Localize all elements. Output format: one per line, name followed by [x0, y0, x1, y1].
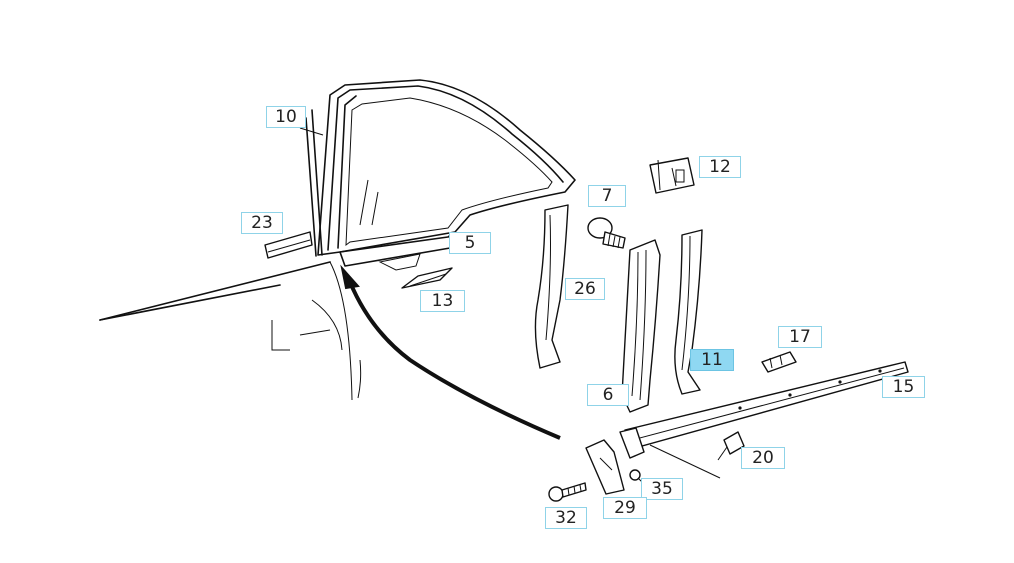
callout-29[interactable]: 29 [603, 497, 647, 519]
callout-6[interactable]: 6 [587, 384, 629, 406]
part-6-channel [621, 239, 661, 413]
callout-23[interactable]: 23 [241, 212, 283, 234]
callout-10[interactable]: 10 [266, 106, 306, 128]
part-7-bolt [587, 217, 626, 249]
part-26-seal [534, 204, 569, 369]
leader-lines [299, 127, 463, 239]
part-29-block [585, 439, 625, 495]
callout-13[interactable]: 13 [420, 290, 465, 312]
part-12-clip [649, 157, 695, 194]
callout-7[interactable]: 7 [588, 185, 626, 207]
part-11-channel [674, 229, 703, 395]
callout-5[interactable]: 5 [449, 232, 491, 254]
callout-12[interactable]: 12 [699, 156, 741, 178]
callout-32[interactable]: 32 [545, 507, 587, 529]
arrow-pointer [340, 264, 561, 440]
part-17-clip [761, 351, 797, 373]
part-20-clip [649, 431, 745, 479]
callout-26[interactable]: 26 [565, 278, 605, 300]
part-23-strip [264, 231, 313, 259]
callout-35[interactable]: 35 [641, 478, 683, 500]
callout-15[interactable]: 15 [882, 376, 925, 398]
window-frame-10 [305, 79, 576, 271]
car-body-outline [99, 261, 362, 401]
part-32-screw [548, 482, 587, 502]
callout-11[interactable]: 11 [690, 349, 734, 371]
callout-17[interactable]: 17 [778, 326, 822, 348]
part-15-rail [619, 361, 909, 459]
part-13-bracket [401, 267, 453, 289]
callout-20[interactable]: 20 [741, 447, 785, 469]
